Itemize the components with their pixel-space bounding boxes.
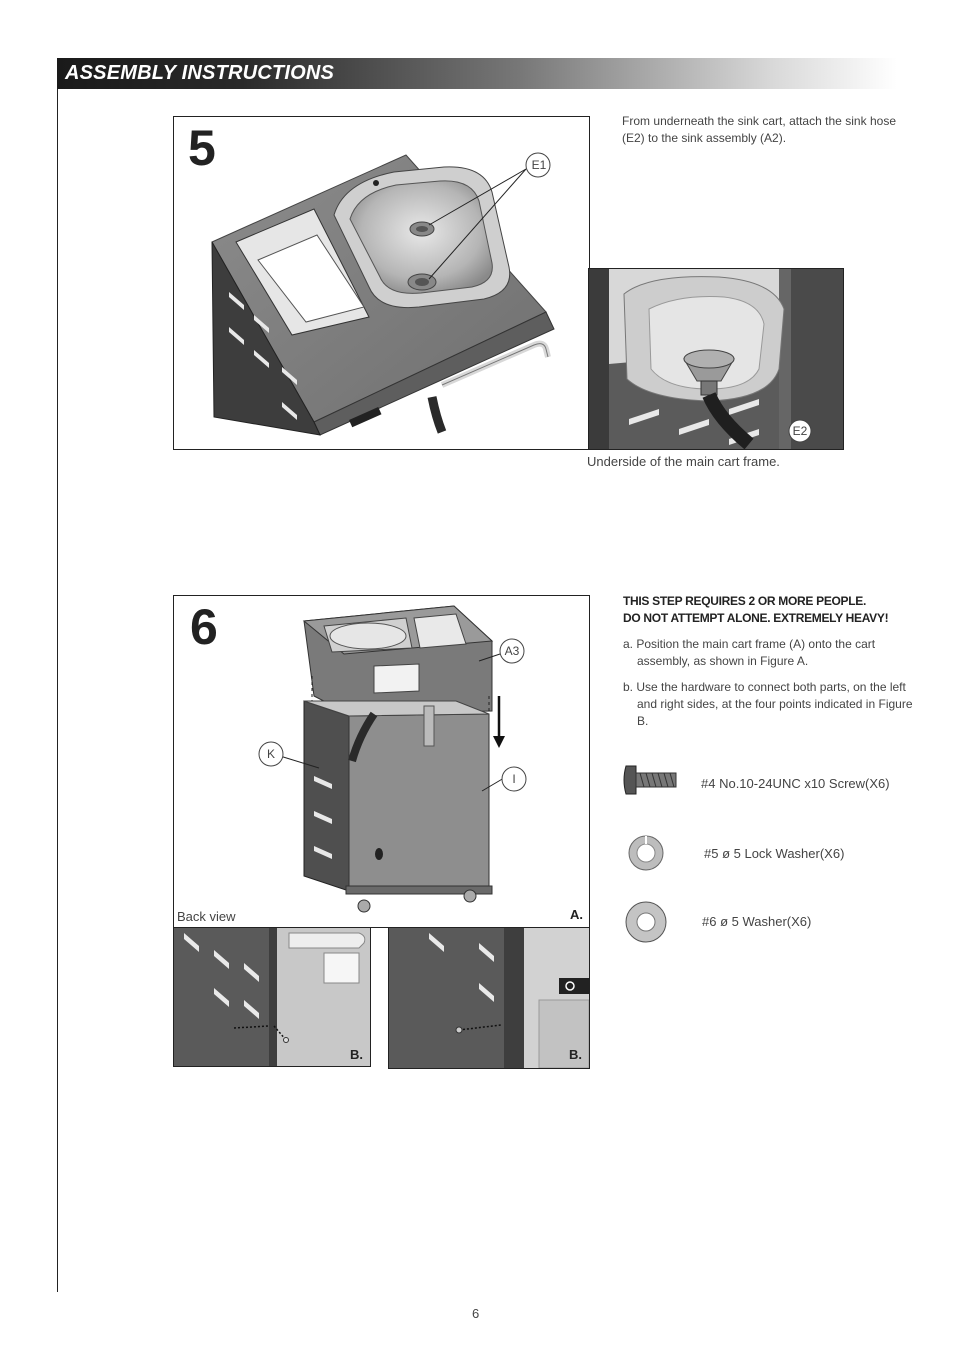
- hardware-screw-label: #4 No.10-24UNC x10 Screw(X6): [701, 776, 890, 791]
- left-side-bolt-detail-illustration: [174, 928, 370, 1066]
- callout-i: I: [512, 772, 516, 786]
- step6-figure-a: 6: [173, 595, 590, 928]
- warning-line-2: DO NOT ATTEMPT ALONE. EXTREMELY HEAVY!: [623, 611, 889, 625]
- hardware-washer-label: #6 ø 5 Washer(X6): [702, 914, 812, 929]
- right-side-bolt-detail-illustration: [389, 928, 589, 1068]
- lock-washer-icon: [628, 835, 664, 871]
- callout-k: K: [266, 747, 275, 761]
- margin-rule: [57, 89, 58, 1292]
- figure-b-left-label: B.: [350, 1047, 363, 1062]
- hardware-lock-washer-label: #5 ø 5 Lock Washer(X6): [704, 846, 845, 861]
- step6-instruction-a: a. Position the main cart frame (A) onto…: [623, 637, 876, 668]
- step5-detail-figure: E2: [588, 268, 844, 450]
- view-label: Back view: [177, 909, 236, 924]
- warning-line-1: THIS STEP REQUIRES 2 OR MORE PEOPLE.: [623, 594, 867, 608]
- figure-a-label: A.: [570, 907, 583, 922]
- step6-instruction-b: b. Use the hardware to connect both part…: [623, 680, 913, 728]
- sink-hose-detail-illustration: [589, 269, 843, 449]
- callout-a3: A3: [504, 644, 520, 658]
- page-number: 6: [472, 1306, 480, 1321]
- detail-caption: Underside of the main cart frame.: [587, 454, 780, 469]
- figure-b-right-label: B.: [569, 1047, 582, 1062]
- step6-number: 6: [190, 599, 218, 655]
- step6-warning: THIS STEP REQUIRES 2 OR MORE PEOPLE. DO …: [623, 593, 913, 627]
- step5-instruction: From underneath the sink cart, attach th…: [622, 114, 896, 145]
- callout-e2: E2: [792, 424, 808, 438]
- step5-number: 5: [188, 120, 216, 176]
- step5-main-figure: 5: [173, 116, 590, 450]
- sink-cart-illustration: [211, 152, 555, 436]
- section-title: ASSEMBLY INSTRUCTIONS: [65, 62, 335, 84]
- section-header-bar: ASSEMBLY INSTRUCTIONS: [57, 58, 897, 89]
- screw-icon: [623, 765, 677, 795]
- callout-e1: E1: [531, 158, 547, 172]
- step6-figure-b-left: B.: [173, 927, 371, 1067]
- step6-figure-b-right: B.: [388, 927, 590, 1069]
- washer-icon: [625, 901, 667, 943]
- cart-frame-assembly-illustration: [258, 605, 527, 913]
- vent-slots: [229, 292, 297, 420]
